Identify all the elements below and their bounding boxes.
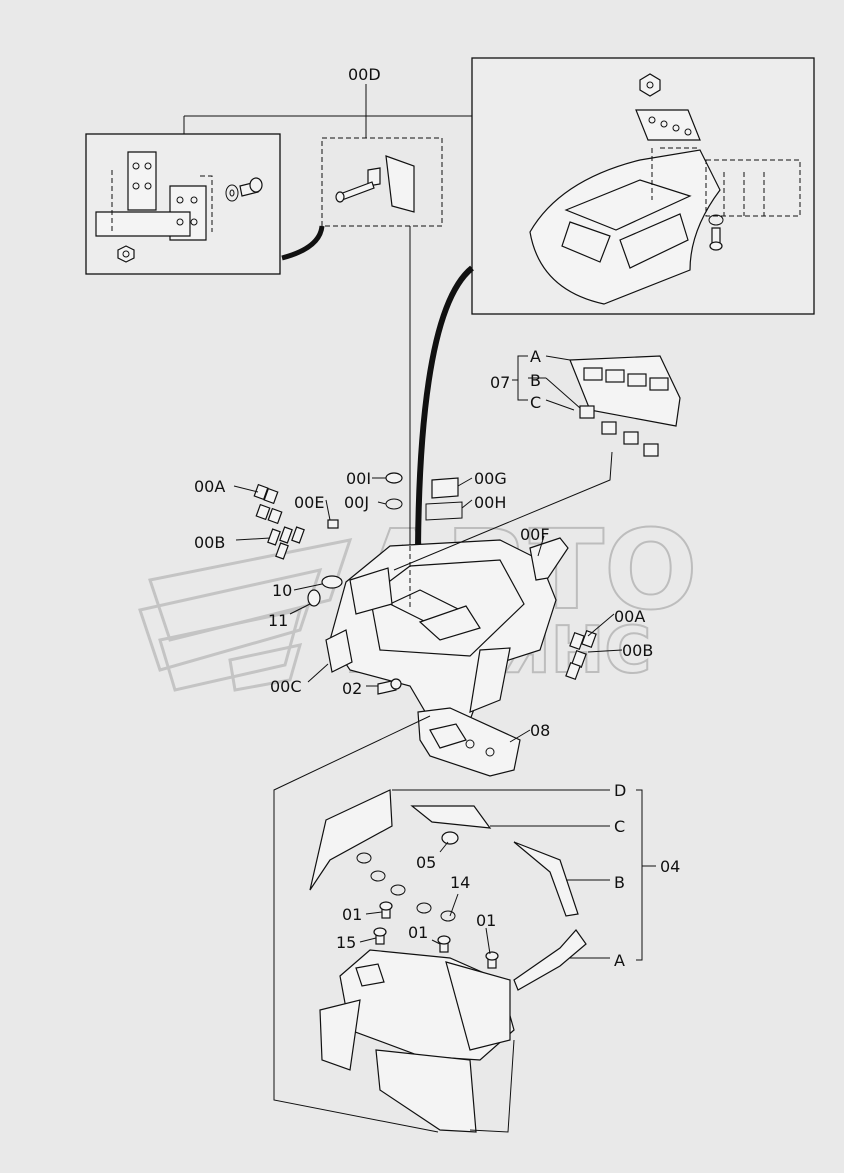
label-00B: 00B [194, 533, 225, 552]
washer-icon [225, 184, 239, 202]
label-07-C: C [530, 393, 541, 412]
label-07: 07 [490, 373, 510, 392]
label-01-c: 01 [476, 911, 496, 930]
label-00H: 00H [474, 493, 506, 512]
callout-labels: 00D 00A 00B 00E 00I 00J 00G 00H 00F 00A … [194, 65, 680, 970]
label-04-B: B [614, 873, 625, 892]
label-01-b: 01 [408, 923, 428, 942]
label-02: 02 [342, 679, 362, 698]
frame-assembly [273, 715, 587, 1133]
label-08: 08 [530, 721, 550, 740]
label-00C: 00C [270, 677, 302, 696]
leader-lines [233, 355, 656, 961]
bolt-icons-lower [373, 901, 499, 969]
label-05: 05 [416, 853, 436, 872]
switch-panel-07 [393, 355, 681, 571]
watermark-logo-mark [138, 538, 353, 692]
label-14: 14 [450, 873, 470, 892]
label-04: 04 [660, 857, 680, 876]
label-00E: 00E [294, 493, 324, 512]
label-07-A: A [530, 347, 541, 366]
bracket-illustration [385, 155, 415, 213]
nut-icon [117, 245, 135, 263]
hinge-plate-illustration [95, 151, 213, 241]
detail-box-00D [321, 137, 443, 227]
label-04-C: C [614, 817, 625, 836]
label-00A-right: 00A [614, 607, 645, 626]
label-01-a: 01 [342, 905, 362, 924]
clip-icons [356, 831, 459, 922]
nut-icon-top [639, 73, 661, 97]
label-04-D: D [614, 781, 626, 800]
label-00B-right: 00B [622, 641, 653, 660]
label-00F: 00F [520, 525, 550, 544]
label-00I: 00I [346, 469, 371, 488]
label-15: 15 [336, 933, 356, 952]
label-04-A: A [614, 951, 625, 970]
small-parts-left [253, 472, 597, 695]
label-00D: 00D [348, 65, 381, 84]
label-00J: 00J [344, 493, 369, 512]
label-10: 10 [272, 581, 292, 600]
console-assembly [325, 539, 557, 721]
top-callout-lines [183, 84, 474, 549]
screw-icon [339, 181, 375, 201]
control-box-illustration [529, 147, 801, 305]
switch-cap-icons [579, 405, 659, 457]
bolt-icon [239, 177, 263, 197]
label-00G: 00G [474, 469, 507, 488]
washer-icon-right [708, 214, 724, 226]
bolt-icon-right [709, 227, 723, 251]
base-bracket-08 [417, 707, 521, 777]
label-07-B: B [530, 371, 541, 390]
label-11: 11 [268, 611, 288, 630]
detail-box-left [85, 133, 281, 275]
terminal-strip-illustration [635, 109, 701, 141]
label-00A: 00A [194, 477, 225, 496]
detail-box-right [471, 57, 815, 315]
